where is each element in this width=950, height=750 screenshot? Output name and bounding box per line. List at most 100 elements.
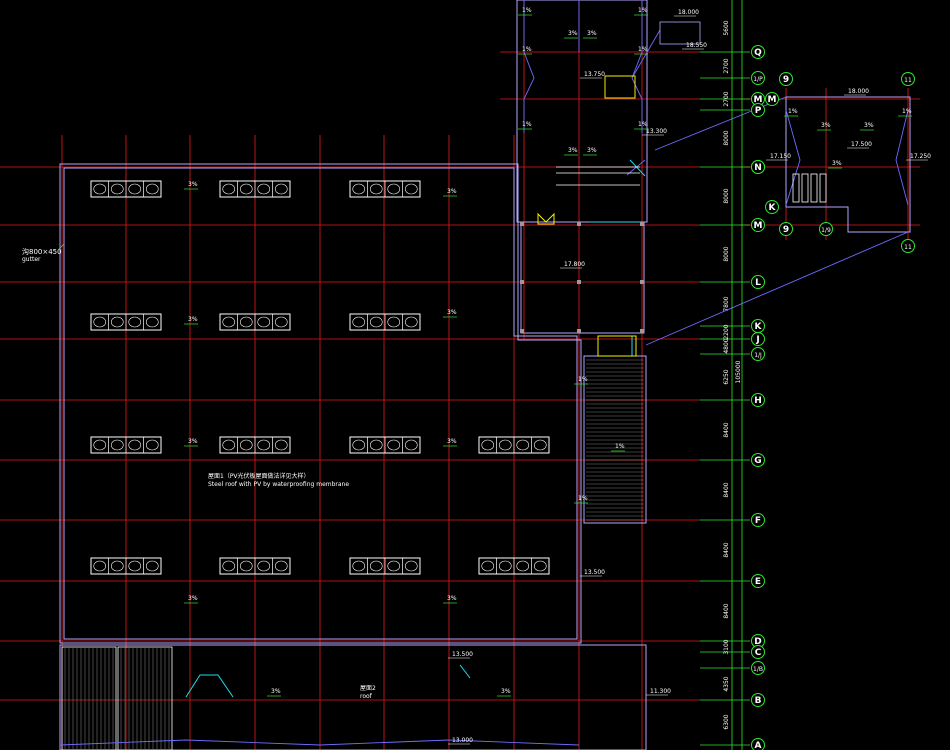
slope-label: 3% [188,438,198,445]
row-dimension: 8400 [723,603,730,618]
roof-note-en: Steel roof with PV by waterproofing memb… [208,481,349,488]
main-roof-outline [59,163,582,644]
row-dimension: 8000 [723,130,730,145]
skylight-cell [222,183,236,195]
axis-bubble [751,218,765,232]
slope-label: 1% [615,443,625,450]
axis-bubble [751,661,765,675]
skylight-cell [481,560,495,572]
skylight-cell [128,560,142,572]
drain-lines [59,0,909,746]
lower-roof-label-en: roof [360,693,373,700]
axis-bubble [751,275,765,289]
skylight-cell [128,183,142,195]
slope-label: 1% [522,121,532,128]
annex-details [556,21,827,203]
column [520,280,524,284]
axis-bubble-label: L [755,278,761,288]
north-roof-strip [516,0,648,223]
skylight-cell [498,439,512,451]
skylight-cell [145,316,159,328]
hatched-area [61,646,173,750]
skylight-cell [404,183,418,195]
slope-label: 3% [447,438,457,445]
drain-line [785,109,801,206]
cyan-leaders [185,159,646,698]
elevation-label: 13.750 [584,71,605,78]
skylight-cell [257,316,271,328]
skylight-cell [222,439,236,451]
hatch-block-right [117,646,173,750]
skylight-cell [369,316,383,328]
skylight-cell [352,316,366,328]
drain-line [895,109,909,206]
axis-bubble-label: C [755,648,762,658]
elevation-label: 18.550 [686,42,707,49]
skylight-cell [352,560,366,572]
hatch-lines [64,648,170,749]
axis-bubble-label: 1/P [753,76,763,83]
axis-bubble-label: 1/B [753,666,763,673]
elevation-label: 13.500 [452,651,473,658]
axis-bubble-label: F [755,516,761,526]
row-dimension: 6300 [723,714,730,729]
slope-label: 1% [522,46,532,53]
axis-bubble [751,160,765,174]
annex-vent [801,173,809,203]
skylight-cell [404,316,418,328]
skylight-cell [516,560,530,572]
skylight-cell [145,560,159,572]
column [577,222,581,226]
slope-label: 1% [578,376,588,383]
skylight-cell [352,183,366,195]
row-dimension: 6250 [723,369,730,384]
drain-line [631,0,643,133]
drain-line [523,0,535,133]
column [640,222,644,226]
skylight-cell [481,439,495,451]
skylight-cell [239,183,253,195]
axis-bubble-label: E [755,577,761,587]
skylight-cell [387,439,401,451]
skylight-cell [257,183,271,195]
skylight-cell [404,439,418,451]
skylight-cell [222,560,236,572]
structural-grid [0,0,920,750]
axis-bubble-label: 11 [904,77,912,84]
stair-core-south [597,335,637,357]
lower-roof-label: 屋面2 [360,685,376,692]
annex-vent [810,173,818,203]
slope-label: 1% [788,108,798,115]
slope-label: 1% [638,7,648,14]
skylight-cell [369,439,383,451]
elevation-label: 17.150 [770,153,791,160]
skylight-cell [145,439,159,451]
column [577,280,581,284]
row-dimension: 7800 [723,296,730,311]
axis-bubble-label: D [754,637,761,647]
elevation-label: 18.000 [678,9,699,16]
stair-ramp-outline [583,355,647,524]
annex-vent [792,173,800,203]
row-dimension: 3100 [723,639,730,654]
slope-label: 3% [568,30,578,37]
axis-bubble [901,72,915,86]
skylight-cell [93,183,107,195]
slope-label: 1% [578,495,588,502]
row-dimension: 8400 [723,422,730,437]
dimension-lines [731,0,743,750]
elevation-label: 13.000 [452,737,473,744]
annex-roof-outline [785,96,911,233]
skylight-cell [369,183,383,195]
axis-bubble [751,513,765,527]
column [640,280,644,284]
elevation-label: 18.000 [848,88,869,95]
axis-bubble-label: Q [754,48,762,58]
axis-bubble [751,347,765,361]
slope-label: 3% [587,147,597,154]
skylight-cell [239,439,253,451]
skylight-groups [90,180,550,575]
column [640,329,644,333]
row-dimension: 4350 [723,676,730,691]
